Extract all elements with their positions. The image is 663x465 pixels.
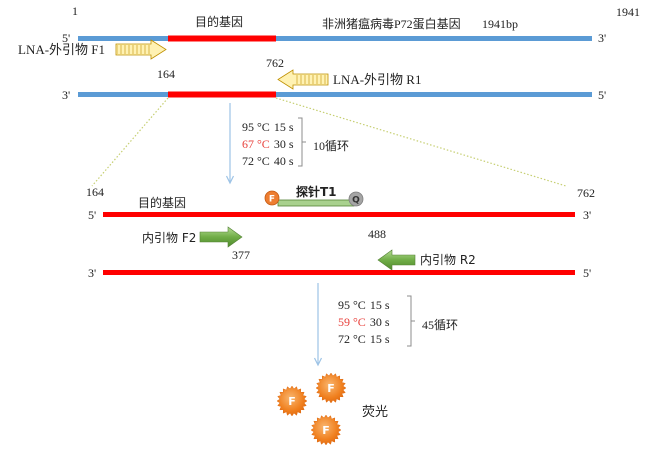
outer-primer-r1-arrow-icon [277,69,329,90]
probe-bar [277,199,355,207]
fluorescence-burst-letter: F [327,382,335,395]
amplicon-strand1 [103,212,575,217]
genome-strand1-left-end: 5' [62,31,70,45]
cycle1-step-extend-time: 40 s [274,154,294,168]
cycle2-step-anneal-time: 30 s [370,315,390,329]
outer-primer-f1-lna-stripes [117,45,150,54]
cycle1-repeat-label: 10循环 [313,139,349,153]
outer-primer-f1-arrow-icon [115,39,167,60]
genome-target-label: 目的基因 [195,14,243,29]
cycle1-step-anneal-time: 30 s [274,137,294,151]
probe-reporter-letter: F [269,195,275,205]
genome-strand1-right-end: 3' [598,31,606,45]
cycle1-flow-arrow-icon [225,103,235,185]
cycle1-flow-head [225,175,235,185]
cycle1-step-anneal-temp: 67 °C [242,137,270,151]
fluorescence-burst-icon: F [315,372,347,404]
inner-primer-r2-arrow-icon [377,249,416,271]
amplicon-strand1-right-end: 3' [583,208,591,222]
amplicon-target-label: 目的基因 [138,195,186,210]
probe-quencher-letter: Q [352,196,360,206]
cycle1-step-denature-time: 15 s [274,120,294,134]
cycle2-repeat-label: 45循环 [422,318,458,332]
genome-strand2-right-end: 5' [598,88,606,102]
inner-primer-f2-arrow-icon [199,226,243,248]
fluorescence-burst-shape [315,372,347,404]
amplicon-strand1-left-end: 5' [88,208,96,222]
cycle1-step-extend-temp: 72 °C [242,154,270,168]
gene-name-label: 非洲猪瘟病毒P72蛋白基因 [322,16,461,31]
inner-primer-r2-position: 488 [368,227,386,241]
cycle1-bracket [298,117,306,167]
cycle1-step-denature: 95 °C 15 s [242,120,294,134]
cycle2-step-extend: 72 °C 15 s [338,332,390,346]
inner-primer-f2-position: 377 [232,248,250,262]
genome-position-start: 1 [72,4,78,18]
cycle1-step-anneal: 67 °C 30 s [242,137,294,151]
genome-position-end: 1941 [616,5,640,19]
cycle1-step-extend: 72 °C 40 s [242,154,294,168]
cycle2-step-denature-time: 15 s [370,298,390,312]
cycle2-step-anneal: 59 °C 30 s [338,315,390,329]
gene-length-label: 1941bp [482,17,518,31]
outer-primer-r1-lna-stripes [294,75,327,84]
inner-primer-r2-label: 内引物 R2 [420,253,476,267]
cycle2-step-denature-temp: 95 °C [338,298,366,312]
fluorescence-burst-letter: F [288,395,296,408]
amplicon-position-start: 164 [86,185,104,199]
amplicon-strand2 [103,270,575,275]
fluorescence-burst-shape [310,414,342,446]
cycle2-flow-arrow-icon [313,283,323,367]
probe-reporter-dot [264,190,280,206]
genome-target-end: 762 [266,56,284,70]
genome-strand1-target-segment [168,35,276,42]
probe-icon: F Q [264,190,364,207]
cycle1-step-denature-temp: 95 °C [242,120,270,134]
zoom-guide-right [275,97,567,187]
genome-strand2-target-segment [168,91,276,98]
fluorescence-burst-icon: F [310,414,342,446]
probe-label: 探针T1 [296,184,337,199]
inner-primer-f2-label: 内引物 F2 [142,231,196,245]
cycle2-step-denature: 95 °C 15 s [338,298,390,312]
genome-target-start: 164 [157,67,175,81]
cycle2-flow-head [313,357,323,367]
fluorescence-burst-icon: F [276,385,308,417]
genome-strand2-backbone [78,92,592,97]
outer-primer-f1-label: LNA-外引物 F1 [18,42,105,57]
genome-strand1-backbone [78,36,592,41]
outer-primer-r1-label: LNA-外引物 R1 [333,72,421,87]
fluorescence-burst-shape [276,385,308,417]
probe-quencher-dot [348,191,364,207]
amplicon-strand2-left-end: 3' [88,266,96,280]
cycle2-step-anneal-temp: 59 °C [338,315,366,329]
fluorescence-burst-letter: F [322,424,330,437]
cycle2-step-extend-temp: 72 °C [338,332,366,346]
cycle2-bracket [407,295,415,347]
amplicon-strand2-right-end: 5' [583,266,591,280]
zoom-guide-left [91,97,169,187]
cycle2-step-extend-time: 15 s [370,332,390,346]
fluorescence-label: 荧光 [362,405,388,420]
amplicon-position-end: 762 [577,186,595,200]
genome-strand2-left-end: 3' [62,88,70,102]
